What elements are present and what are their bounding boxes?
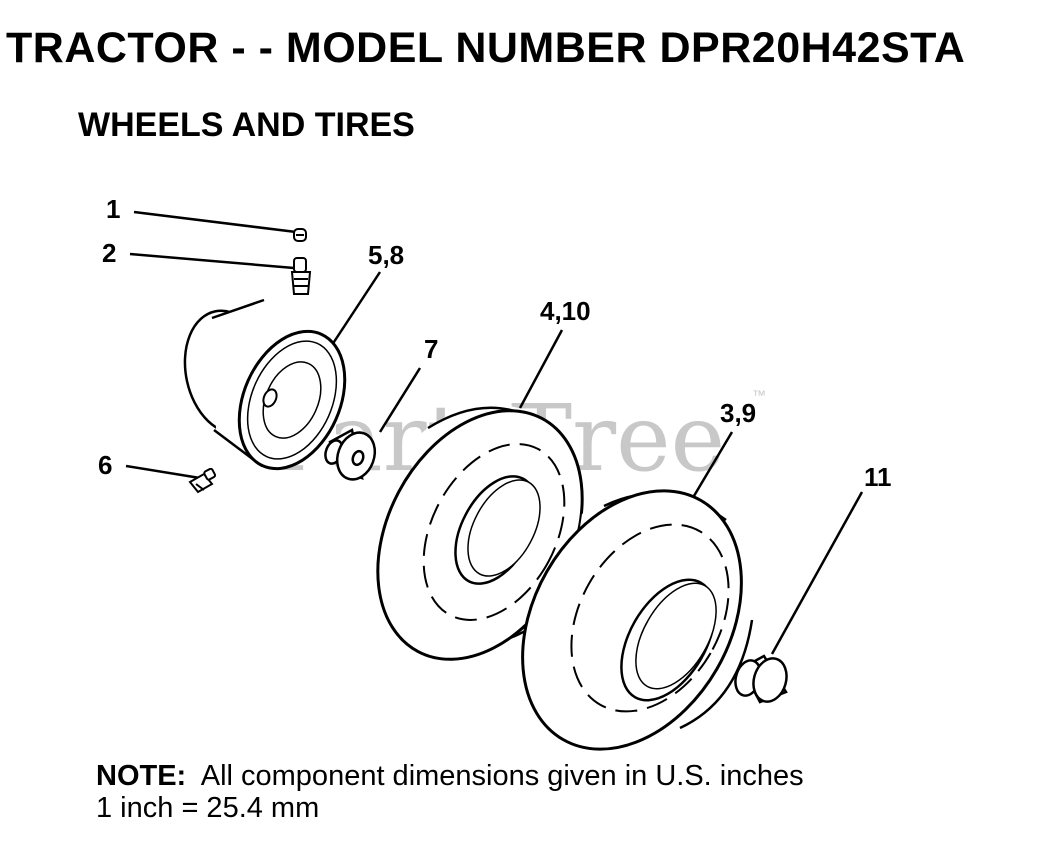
part-tire-rear <box>521 489 756 751</box>
callout-4-10: 4,10 <box>540 296 591 326</box>
leader-line-11 <box>770 491 864 655</box>
part-valve-cap <box>293 228 307 242</box>
part-bushing <box>324 428 377 481</box>
leader-line-3-9 <box>686 431 734 507</box>
callout-1: 1 <box>106 194 120 224</box>
leader-line-7 <box>378 367 422 433</box>
leader-line-2 <box>129 252 295 270</box>
leader-line-4-10 <box>518 329 564 409</box>
note-line-1: NOTE: All component dimensions given in … <box>96 760 804 792</box>
part-hub-cap <box>734 654 788 704</box>
callout-5-8: 5,8 <box>368 240 404 270</box>
note-conversion: 1 inch = 25.4 mm <box>96 792 320 824</box>
callout-6: 6 <box>98 450 112 480</box>
section-title: WHEELS AND TIRES <box>78 106 415 144</box>
note-prefix: NOTE: <box>96 760 187 792</box>
callout-7: 7 <box>424 334 438 364</box>
callout-3-9: 3,9 <box>720 398 756 428</box>
leader-line-5-8 <box>328 271 382 349</box>
watermark-trademark: ™ <box>752 387 766 403</box>
callout-11: 11 <box>864 462 892 492</box>
note-text: All component dimensions given in U.S. i… <box>200 760 804 792</box>
part-valve-stem <box>290 257 312 295</box>
callout-2: 2 <box>102 238 116 268</box>
callout-labels: 1 2 5,8 7 4,10 3,9 6 11 <box>98 194 892 492</box>
dimension-note: NOTE: All component dimensions given in … <box>96 760 804 824</box>
leader-lines <box>125 210 864 655</box>
page-title: TRACTOR - - MODEL NUMBER DPR20H42STA <box>6 24 966 72</box>
part-wheel-rim <box>183 298 347 471</box>
part-grease-fitting <box>188 467 217 494</box>
leader-line-6 <box>125 464 201 480</box>
leader-line-1 <box>133 210 297 234</box>
